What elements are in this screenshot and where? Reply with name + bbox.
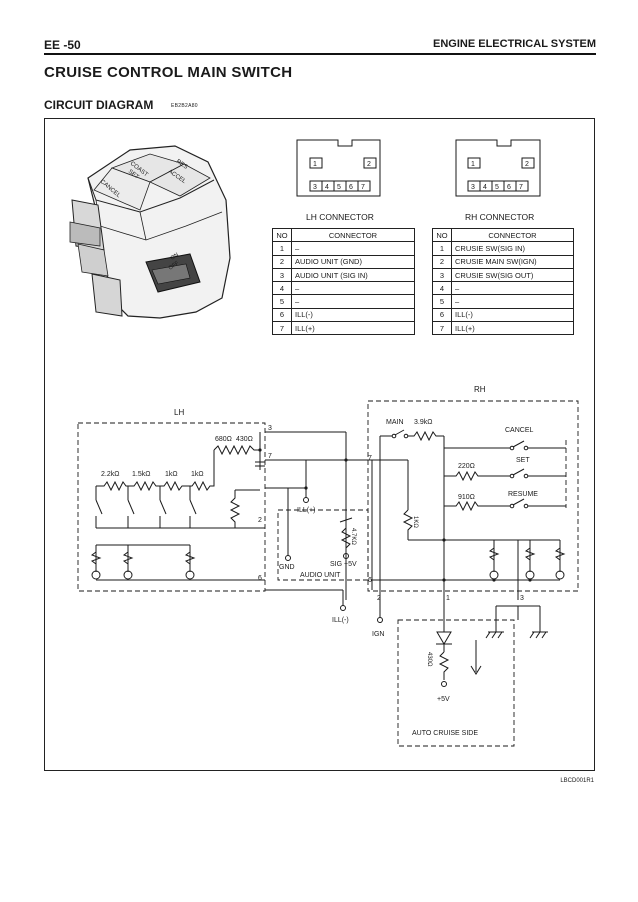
svg-text:MAIN: MAIN [386,419,404,426]
svg-text:1: 1 [313,161,317,168]
svg-text:4: 4 [325,184,329,191]
figure-code: LBCD001R1 [560,778,594,784]
svg-text:1kΩ: 1kΩ [165,471,178,478]
subtitle-code: EB2B2A80 [171,103,198,109]
on-label: ON [170,252,180,262]
svg-text:SET: SET [516,457,530,464]
svg-text:LH: LH [174,408,184,417]
svg-text:3: 3 [268,425,272,432]
svg-text:SIG +5V: SIG +5V [330,561,357,568]
svg-text:RH: RH [474,385,486,394]
svg-text:3: 3 [313,184,317,191]
table-row: 4– [432,281,574,296]
svg-text:CANCEL: CANCEL [505,427,534,434]
svg-text:2: 2 [258,517,262,524]
section-title: ENGINE ELECTRICAL SYSTEM [433,38,596,50]
svg-text:AUTO CRUISE SIDE: AUTO CRUISE SIDE [412,730,478,737]
svg-text:2.2kΩ: 2.2kΩ [101,471,119,478]
rh-connector-graphic: 1 2 3 4 5 6 7 [455,139,541,197]
section-subtitle: CIRCUIT DIAGRAM [44,98,154,112]
svg-text:220Ω: 220Ω [458,463,475,470]
auto-cruise-side: 430Ω +5V AUTO CRUISE SIDE [397,619,515,747]
svg-text:ILL(+): ILL(+) [297,507,315,514]
svg-text:5: 5 [495,184,499,191]
header-rule [44,53,596,55]
svg-text:1: 1 [446,595,450,602]
svg-text:3.9kΩ: 3.9kΩ [414,419,432,426]
svg-text:AUDIO UNIT: AUDIO UNIT [300,572,341,579]
rh-connector-title: RH CONNECTOR [465,212,535,222]
svg-text:7: 7 [268,453,272,460]
svg-text:6: 6 [258,575,262,582]
svg-text:6: 6 [349,184,353,191]
lh-connector-title: LH CONNECTOR [306,212,374,222]
svg-text:430Ω: 430Ω [426,652,432,667]
svg-text:RESUME: RESUME [508,491,538,498]
svg-text:7: 7 [368,455,372,462]
svg-text:1: 1 [471,161,475,168]
svg-text:4.7KΩ: 4.7KΩ [350,528,356,545]
svg-text:2: 2 [525,161,529,168]
svg-text:1KΩ: 1KΩ [412,516,418,528]
svg-text:1.5kΩ: 1.5kΩ [132,471,150,478]
svg-text:430Ω: 430Ω [236,436,253,443]
svg-text:3: 3 [520,595,524,602]
svg-text:IGN: IGN [372,631,384,638]
figure-frame [44,118,595,771]
page-title: CRUISE CONTROL MAIN SWITCH [44,64,293,81]
svg-text:2: 2 [367,161,371,168]
svg-text:2: 2 [377,595,381,602]
svg-text:680Ω: 680Ω [215,436,232,443]
svg-text:1kΩ: 1kΩ [191,471,204,478]
lh-circuit: LH 3 680Ω 430Ω 2.2kΩ 1.5kΩ 1kΩ 1kΩ [77,408,372,624]
svg-text:GND: GND [279,564,295,571]
svg-text:910Ω: 910Ω [458,494,475,501]
rh-circuit: RH 7 6 MAIN 3.9kΩ IGN 2 CANCEL 220Ω SET … [367,385,579,639]
svg-text:4: 4 [483,184,487,191]
switch-illustration: RES ACCEL COAST SET CANCEL ON OFF [69,145,231,319]
off-label: OFF [168,260,181,272]
svg-text:6: 6 [507,184,511,191]
svg-text:ILL(-): ILL(-) [332,617,349,624]
lh-connector-graphic: 1 2 3 4 5 6 7 [296,139,381,197]
svg-text:7: 7 [361,184,365,191]
svg-text:3: 3 [471,184,475,191]
page-reference: EE -50 [44,38,81,52]
res-label: RES [175,159,189,171]
svg-text:6: 6 [368,577,372,584]
svg-text:+5V: +5V [437,696,450,703]
svg-text:7: 7 [519,184,523,191]
svg-text:5: 5 [337,184,341,191]
